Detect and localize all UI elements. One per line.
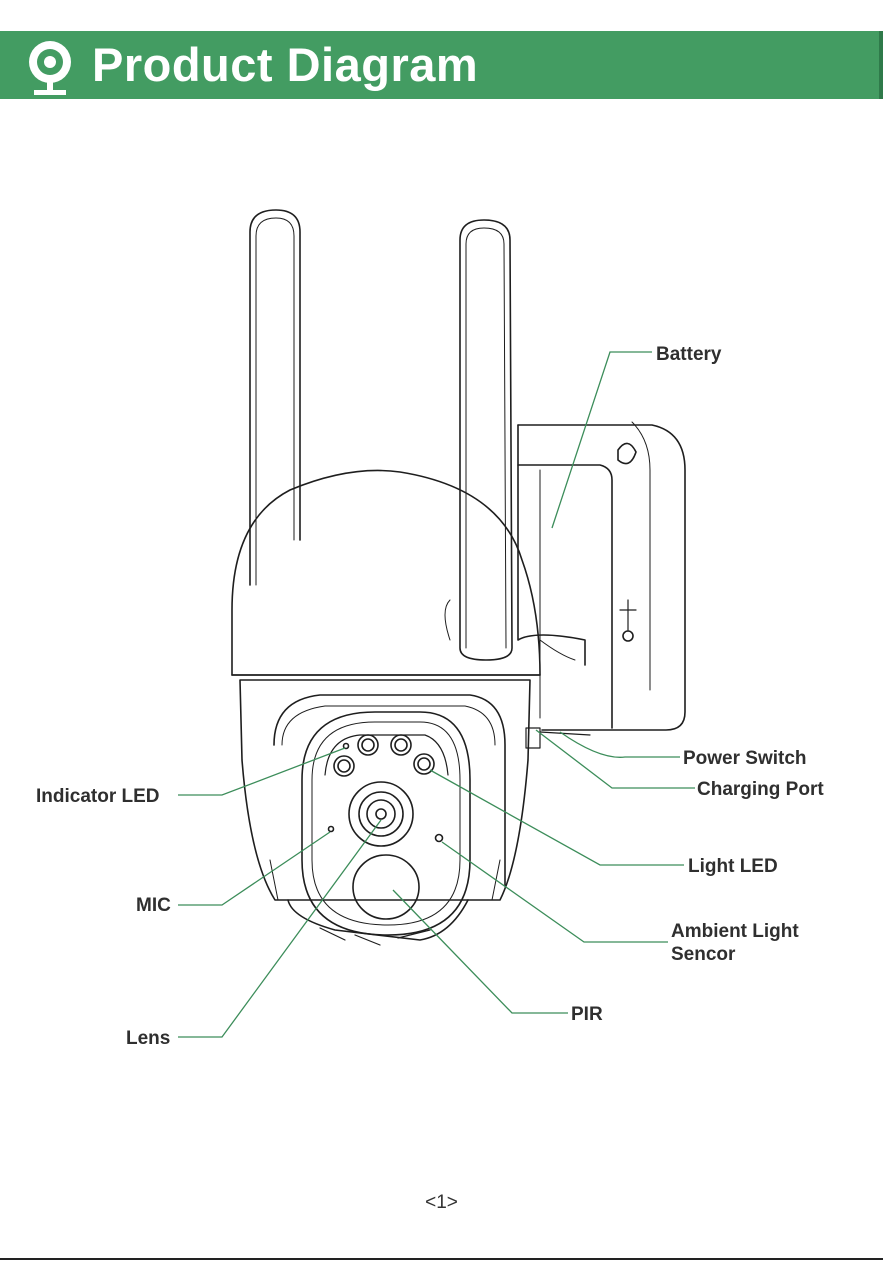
- leader-battery: [552, 352, 652, 528]
- leader-lens: [178, 820, 381, 1037]
- camera-dome: [232, 470, 540, 675]
- ambient-sensor-hole: [436, 835, 443, 842]
- leader-pir: [393, 890, 568, 1013]
- leader-light-led: [430, 770, 684, 865]
- footer-rule: [0, 1258, 883, 1260]
- label-lens: Lens: [126, 1027, 170, 1050]
- leader-indicator-led: [178, 748, 345, 795]
- page-number: <1>: [0, 1192, 883, 1214]
- mic-hole: [329, 827, 334, 832]
- leader-charging-port: [536, 730, 695, 788]
- left-antenna: [250, 210, 300, 585]
- camera-illustration: [232, 210, 685, 945]
- label-light-led: Light LED: [688, 855, 778, 878]
- label-battery: Battery: [656, 343, 721, 366]
- label-power-switch: Power Switch: [683, 747, 807, 770]
- pir-window: [353, 855, 419, 919]
- label-mic: MIC: [136, 894, 171, 917]
- label-ambient-light-sensor: Ambient Light Sencor: [671, 920, 831, 966]
- label-indicator-led: Indicator LED: [36, 785, 160, 808]
- leader-power-switch: [560, 732, 680, 757]
- label-charging-port: Charging Port: [697, 778, 824, 801]
- label-pir: PIR: [571, 1003, 603, 1026]
- leader-ambient-sensor: [442, 842, 668, 942]
- face-plate: [302, 712, 470, 935]
- battery-housing: [518, 425, 685, 730]
